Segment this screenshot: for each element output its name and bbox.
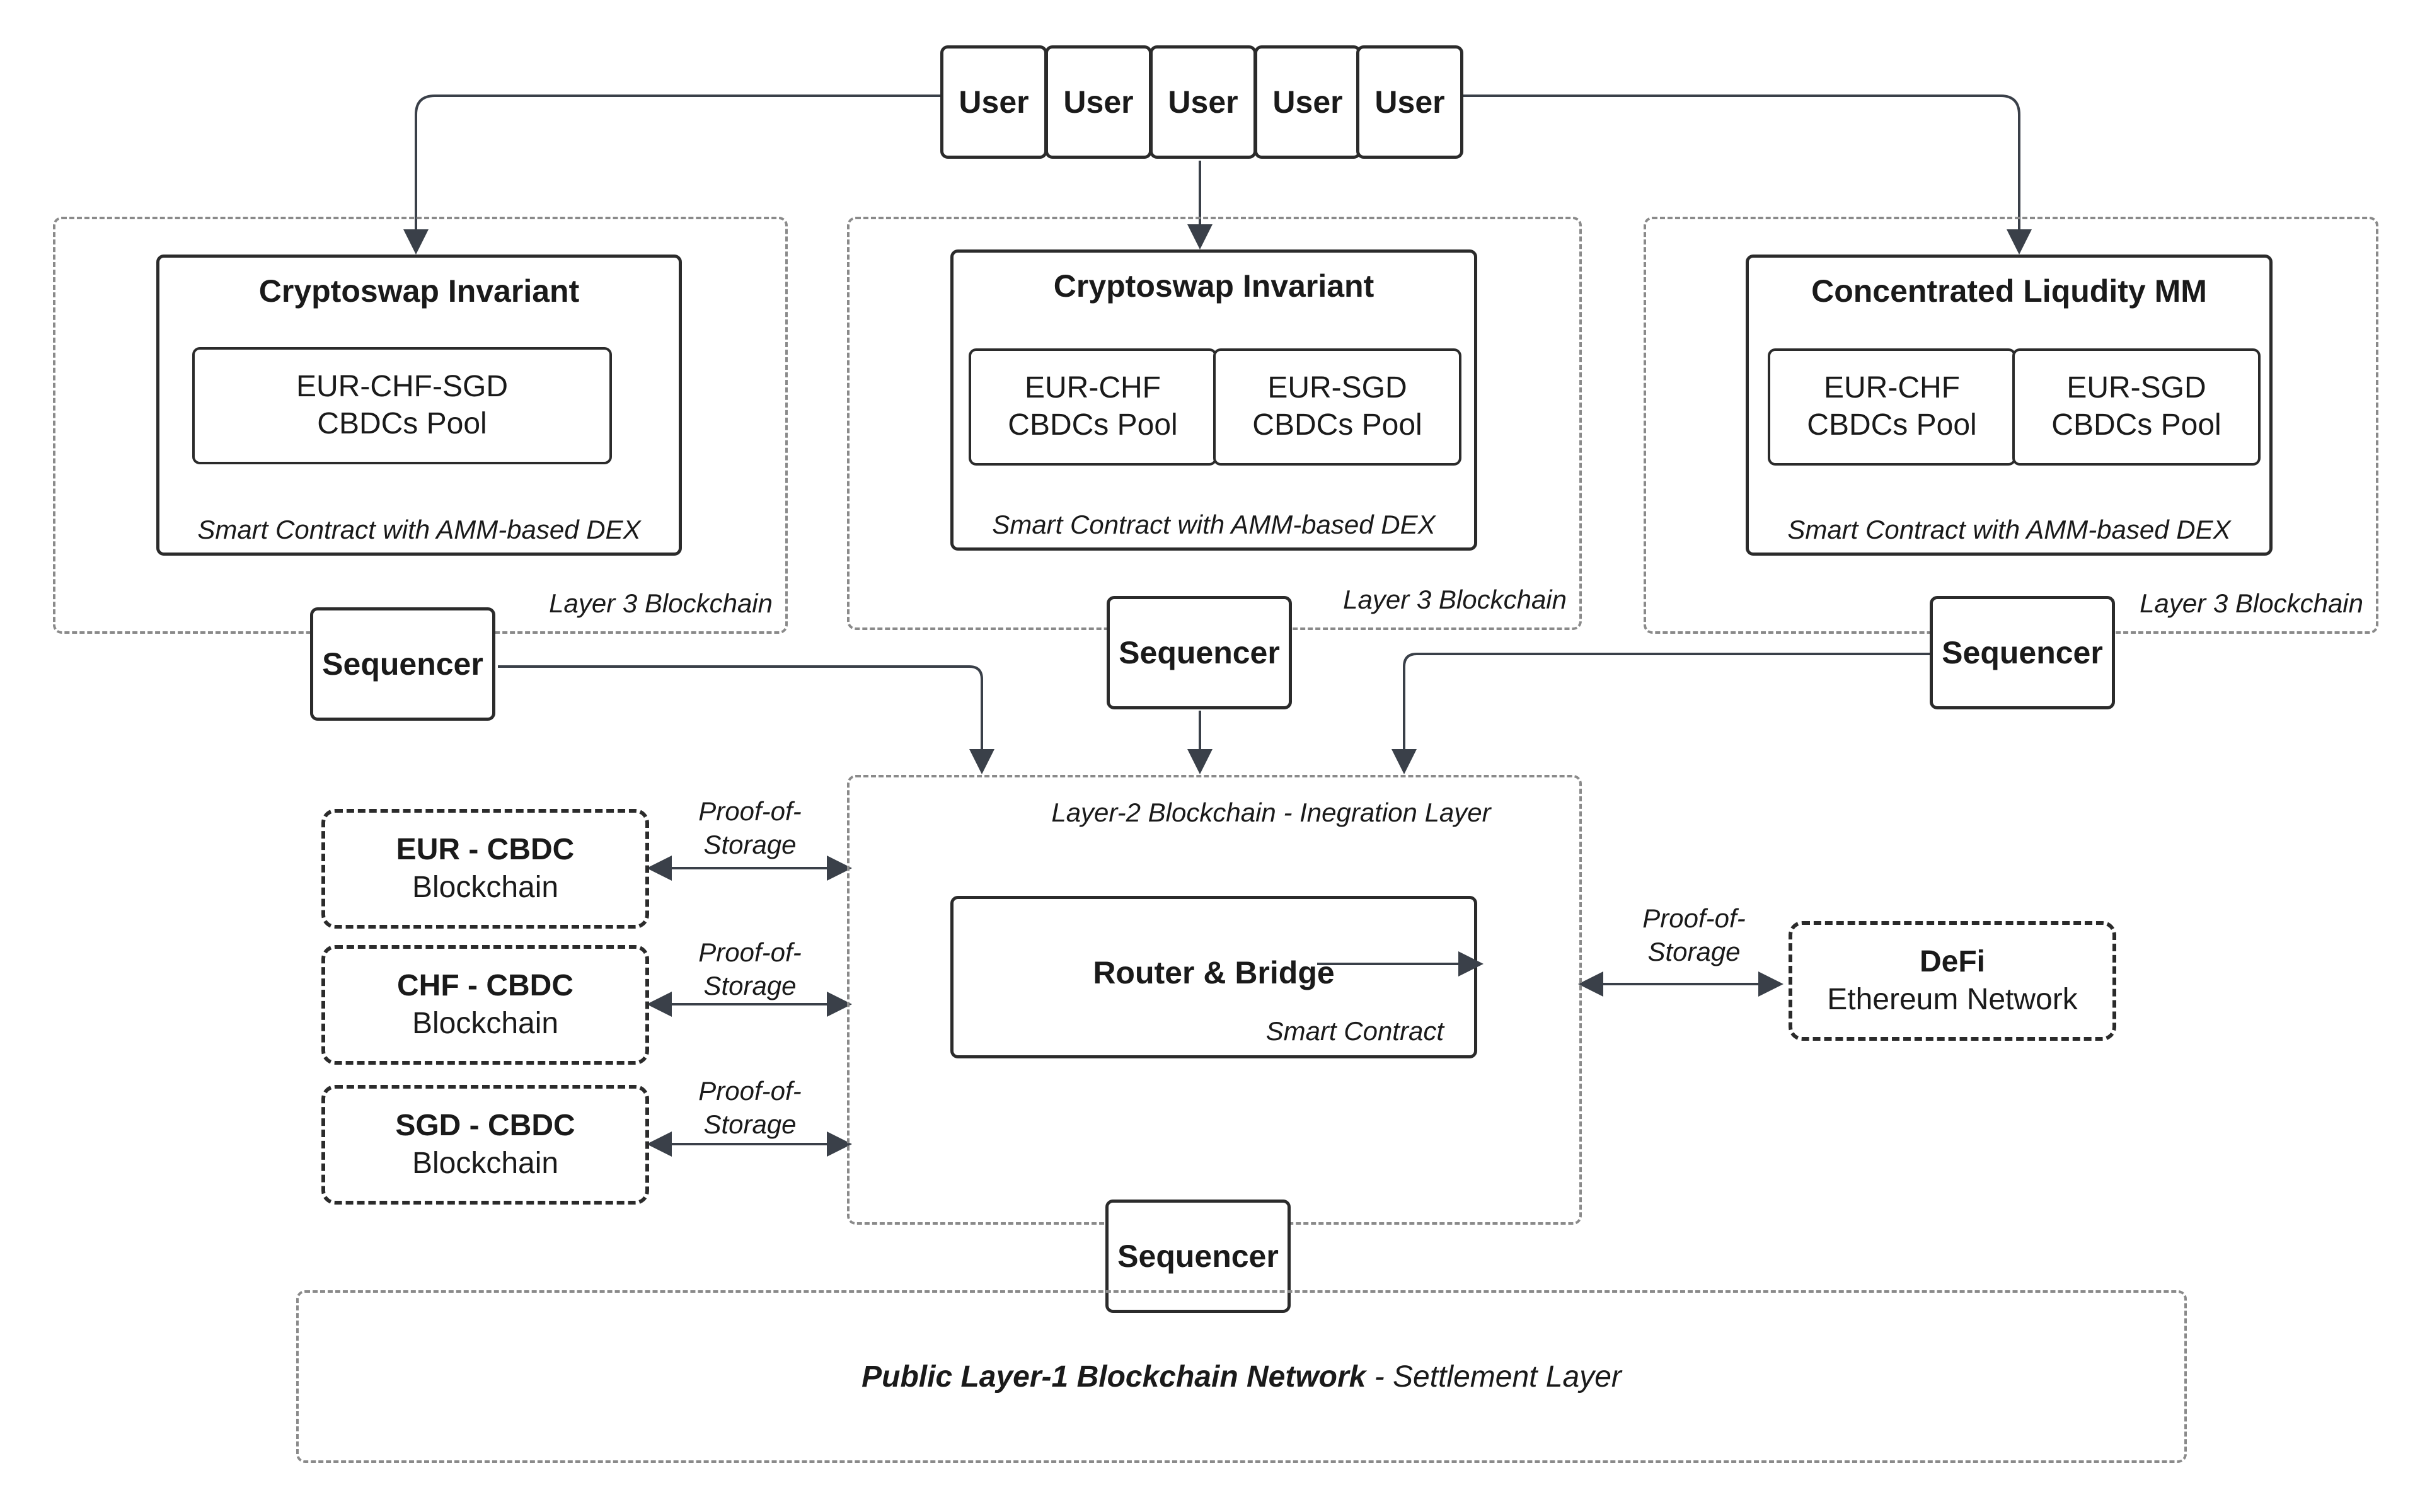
proof-of-storage-label-chf: Proof-of- Storage xyxy=(698,937,802,1000)
dex-title-1: Cryptoswap Invariant xyxy=(258,273,580,309)
cbdc-chain-chf: CHF - CBDC Blockchain xyxy=(321,945,649,1065)
pool-label-2b: EUR-SGD CBDCs Pool xyxy=(1252,371,1422,442)
user-box-3: User xyxy=(1150,45,1257,159)
user-label-4: User xyxy=(1272,84,1343,120)
dex-footer-1: Smart Contract with AMM-based DEX xyxy=(197,515,641,544)
user-label-2: User xyxy=(1063,84,1134,120)
dex-footer-3: Smart Contract with AMM-based DEX xyxy=(1787,515,2231,544)
defi-name: DeFi xyxy=(1919,945,1985,978)
dex-contract-1: Cryptoswap Invariant EUR-CHF-SGD CBDCs P… xyxy=(156,255,682,556)
user-label-3: User xyxy=(1168,84,1238,120)
cbdc-chain-sgd: SGD - CBDC Blockchain xyxy=(321,1085,649,1205)
layer1-label-rest: - Settlement Layer xyxy=(1366,1360,1622,1394)
sequencer-box-2: Sequencer xyxy=(1107,596,1292,709)
pool-box-3a: EUR-CHF CBDCs Pool xyxy=(1768,348,2016,466)
cbdc-chain-eur-name: EUR - CBDC xyxy=(396,833,575,866)
sequencer-label-2: Sequencer xyxy=(1119,635,1280,670)
pool-label-1a: EUR-CHF-SGD CBDCs Pool xyxy=(296,370,508,440)
dex-contract-3: Concentrated Liqudity MM EUR-CHF CBDCs P… xyxy=(1746,255,2273,556)
dex-contract-2: Cryptoswap Invariant EUR-CHF CBDCs Pool … xyxy=(950,249,1477,551)
router-bridge-contract: Router & Bridge Smart Contract xyxy=(950,896,1477,1058)
pool-box-2a: EUR-CHF CBDCs Pool xyxy=(969,348,1217,466)
sequencer-box-layer2: Sequencer xyxy=(1105,1200,1291,1313)
cbdc-chain-sgd-name: SGD - CBDC xyxy=(395,1109,575,1142)
user-box-4: User xyxy=(1254,45,1361,159)
layer1-settlement-network: Public Layer-1 Blockchain Network - Sett… xyxy=(296,1290,2187,1463)
arrow-sequencer-1-to-layer2 xyxy=(498,665,994,774)
dex-title-2: Cryptoswap Invariant xyxy=(1053,268,1374,304)
pool-box-2b: EUR-SGD CBDCs Pool xyxy=(1213,348,1461,466)
user-label-5: User xyxy=(1374,84,1445,120)
router-bridge-footer: Smart Contract xyxy=(1265,1016,1444,1046)
sequencer-box-3: Sequencer xyxy=(1930,596,2115,709)
arrow-sequencer-3-to-layer2 xyxy=(1392,653,1933,774)
router-bridge-title: Router & Bridge xyxy=(1093,955,1335,990)
defi-ethereum-network: DeFi Ethereum Network xyxy=(1789,921,2116,1041)
sequencer-label-1: Sequencer xyxy=(322,646,483,682)
pool-label-2a: EUR-CHF CBDCs Pool xyxy=(1008,371,1178,442)
sequencer-box-1: Sequencer xyxy=(310,607,495,721)
layer1-label-bold: Public Layer-1 Blockchain Network xyxy=(861,1360,1366,1394)
layer1-label: Public Layer-1 Blockchain Network - Sett… xyxy=(861,1360,1622,1394)
cbdc-chain-eur-sub: Blockchain xyxy=(412,871,559,904)
dex-footer-2: Smart Contract with AMM-based DEX xyxy=(992,510,1436,539)
user-label-1: User xyxy=(959,84,1029,120)
cbdc-chain-sgd-sub: Blockchain xyxy=(412,1147,559,1180)
proof-of-storage-label-defi: Proof-of- Storage xyxy=(1642,903,1746,966)
cbdc-chain-chf-name: CHF - CBDC xyxy=(397,969,573,1002)
pool-box-1a: EUR-CHF-SGD CBDCs Pool xyxy=(192,347,612,464)
arrow-user-to-dex-3 xyxy=(1462,94,2032,255)
proof-of-storage-label-sgd: Proof-of- Storage xyxy=(698,1076,802,1139)
layer3-label-1: Layer 3 Blockchain xyxy=(549,588,773,618)
pool-box-3b: EUR-SGD CBDCs Pool xyxy=(2012,348,2261,466)
user-box-5: User xyxy=(1356,45,1463,159)
defi-sub: Ethereum Network xyxy=(1827,983,2078,1016)
layer3-label-2: Layer 3 Blockchain xyxy=(1343,585,1567,614)
pool-label-3b: EUR-SGD CBDCs Pool xyxy=(2051,371,2221,442)
proof-of-storage-label-eur: Proof-of- Storage xyxy=(698,796,802,859)
cbdc-chain-eur: EUR - CBDC Blockchain xyxy=(321,809,649,929)
dex-title-3: Concentrated Liqudity MM xyxy=(1811,273,2207,309)
pool-label-3a: EUR-CHF CBDCs Pool xyxy=(1807,371,1977,442)
layer3-label-3: Layer 3 Blockchain xyxy=(2140,588,2363,618)
arrow-user-to-dex-1 xyxy=(403,94,945,255)
sequencer-label-3: Sequencer xyxy=(1942,635,2103,670)
user-box-2: User xyxy=(1045,45,1152,159)
sequencer-label-layer2: Sequencer xyxy=(1117,1239,1279,1274)
layer2-label: Layer-2 Blockchain - Inegration Layer xyxy=(1051,798,1491,827)
cbdc-chain-chf-sub: Blockchain xyxy=(412,1007,559,1040)
